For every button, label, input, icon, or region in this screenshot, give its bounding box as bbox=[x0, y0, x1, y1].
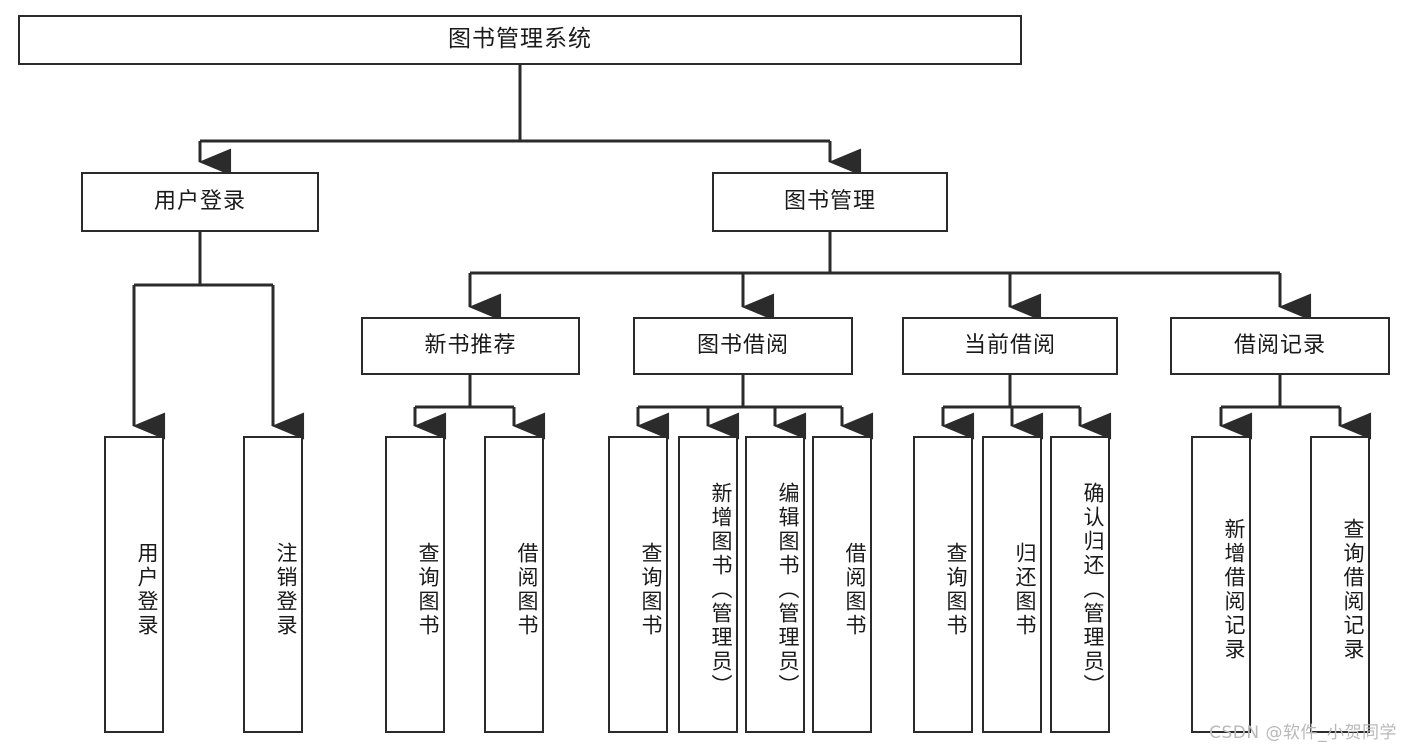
node-current-borrow-label: 当前借阅 bbox=[963, 332, 1056, 358]
node-new-book-recommend-label: 新书推荐 bbox=[424, 332, 517, 358]
node-leaf-return-book-label: 归还图书 bbox=[1013, 541, 1037, 638]
node-book-borrow-label: 图书借阅 bbox=[696, 332, 789, 358]
node-leaf-query-book-rec[interactable]: 查询图书 bbox=[385, 436, 445, 733]
node-leaf-query-book-rec-label: 查询图书 bbox=[416, 541, 440, 638]
node-leaf-add-borrow-record-label: 新增借阅记录 bbox=[1222, 517, 1246, 662]
watermark: CSDN @软件_小贺同学 bbox=[1209, 723, 1397, 743]
node-leaf-add-book-admin[interactable]: 新增图书（管理员） bbox=[678, 436, 738, 733]
node-leaf-query-book-bor-label: 查询图书 bbox=[639, 541, 663, 638]
node-leaf-edit-book-admin-label: 编辑图书（管理员） bbox=[776, 481, 800, 698]
node-leaf-borrow-book-rec[interactable]: 借阅图书 bbox=[484, 436, 544, 733]
node-book-management-label: 图书管理 bbox=[783, 188, 876, 214]
node-book-management[interactable]: 图书管理 bbox=[712, 172, 948, 232]
node-leaf-edit-book-admin[interactable]: 编辑图书（管理员） bbox=[745, 436, 805, 733]
node-new-book-recommend[interactable]: 新书推荐 bbox=[361, 317, 580, 375]
node-root-label: 图书管理系统 bbox=[448, 26, 592, 53]
node-leaf-logout-label: 注销登录 bbox=[274, 541, 298, 638]
node-leaf-query-borrow-record[interactable]: 查询借阅记录 bbox=[1310, 436, 1370, 733]
node-borrow-record-label: 借阅记录 bbox=[1233, 332, 1326, 358]
node-leaf-return-book[interactable]: 归还图书 bbox=[982, 436, 1042, 733]
node-book-borrow[interactable]: 图书借阅 bbox=[633, 317, 853, 375]
node-leaf-borrow-book-bor-label: 借阅图书 bbox=[843, 541, 867, 638]
node-leaf-query-book-bor[interactable]: 查询图书 bbox=[608, 436, 668, 733]
node-leaf-add-book-admin-label: 新增图书（管理员） bbox=[709, 481, 733, 698]
node-leaf-confirm-return-admin-label: 确认归还（管理员） bbox=[1081, 481, 1105, 698]
node-leaf-logout[interactable]: 注销登录 bbox=[243, 436, 303, 733]
node-leaf-add-borrow-record[interactable]: 新增借阅记录 bbox=[1191, 436, 1251, 733]
node-leaf-query-book-cur[interactable]: 查询图书 bbox=[913, 436, 973, 733]
node-leaf-user-login[interactable]: 用户登录 bbox=[104, 436, 164, 733]
node-leaf-user-login-label: 用户登录 bbox=[135, 541, 159, 638]
node-user-login-label: 用户登录 bbox=[153, 188, 246, 214]
node-leaf-query-borrow-record-label: 查询借阅记录 bbox=[1341, 517, 1365, 662]
node-root[interactable]: 图书管理系统 bbox=[18, 15, 1022, 65]
node-leaf-borrow-book-bor[interactable]: 借阅图书 bbox=[812, 436, 872, 733]
node-leaf-borrow-book-rec-label: 借阅图书 bbox=[515, 541, 539, 638]
node-current-borrow[interactable]: 当前借阅 bbox=[902, 317, 1118, 375]
node-user-login[interactable]: 用户登录 bbox=[81, 172, 319, 232]
node-leaf-query-book-cur-label: 查询图书 bbox=[944, 541, 968, 638]
node-leaf-confirm-return-admin[interactable]: 确认归还（管理员） bbox=[1050, 436, 1110, 733]
node-borrow-record[interactable]: 借阅记录 bbox=[1170, 317, 1390, 375]
